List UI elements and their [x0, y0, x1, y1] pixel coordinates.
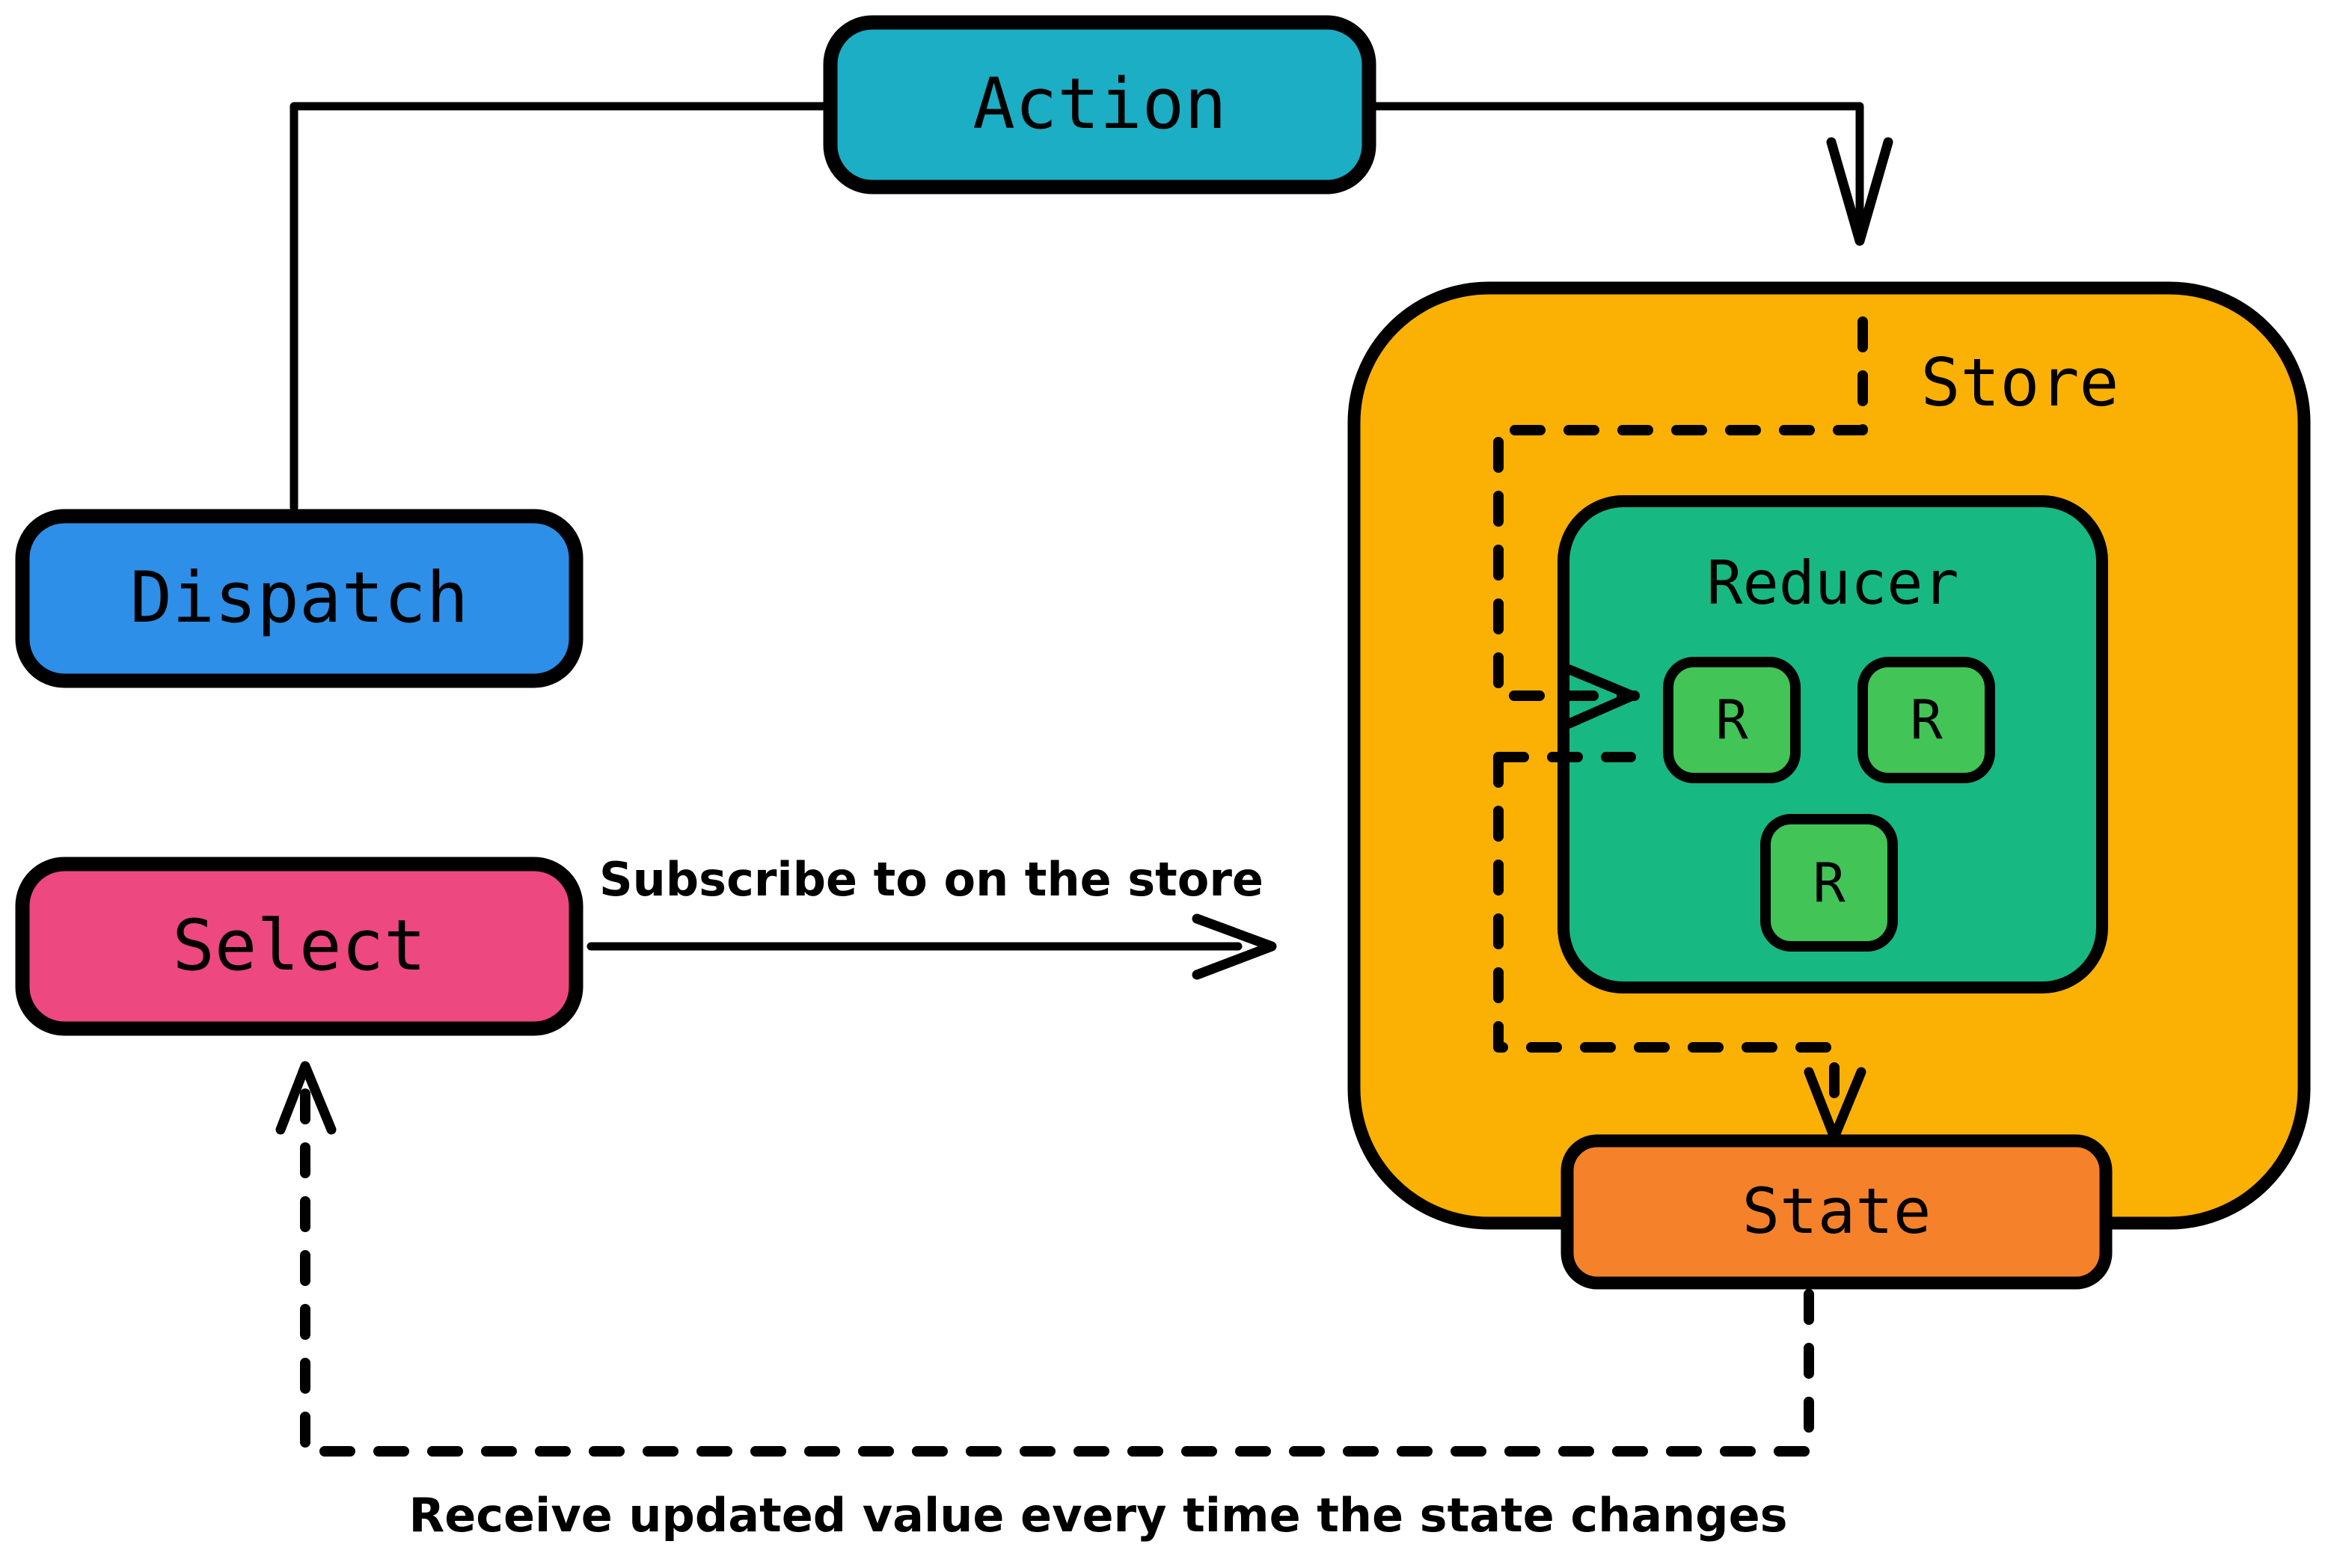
dispatch-label: Dispatch [130, 557, 469, 639]
state-to-select-path [300, 1088, 1814, 1457]
receive-caption: Receive updated value every time the sta… [408, 1488, 1787, 1543]
action-label: Action [973, 64, 1227, 145]
store-label: Store [1921, 344, 2119, 421]
reducer-item-label: R [1910, 689, 1943, 752]
edge-action-to-store [1364, 102, 1893, 246]
reducer-item-label: R [1813, 852, 1846, 915]
action-to-store-path [1364, 102, 1864, 229]
state-to-select-arrowhead [275, 1061, 337, 1135]
state-node[interactable]: State [1560, 1134, 2113, 1290]
reducer-node[interactable]: Reducer [1558, 495, 2108, 993]
select-box[interactable] [15, 857, 584, 1036]
action-to-store-arrowhead [1826, 137, 1893, 246]
edge-store-to-reducer [1493, 316, 1868, 762]
edge-action-to-dispatch [290, 102, 835, 512]
reducer-item-2[interactable]: R [1857, 657, 1995, 783]
reducer-item-box[interactable] [1663, 657, 1801, 783]
reducer-item-box[interactable] [1760, 814, 1898, 952]
select-label: Select [172, 905, 426, 987]
reducer-item-box[interactable] [1857, 657, 1995, 783]
action-node[interactable]: Action [823, 15, 1376, 195]
state-box[interactable] [1560, 1134, 2113, 1290]
dispatch-box[interactable] [15, 509, 584, 688]
store-to-reducer-path [1493, 316, 1868, 701]
action-box[interactable] [823, 15, 1376, 195]
subscribe-caption: Subscribe to on the store [599, 852, 1264, 907]
reducer-item-label: R [1715, 689, 1748, 752]
store-to-reducer-arrowhead [1564, 664, 1638, 729]
action-to-dispatch-path [290, 102, 835, 512]
select-to-store-arrowhead [1192, 913, 1277, 980]
state-label: State [1742, 1175, 1932, 1248]
reducer-box[interactable] [1558, 495, 2108, 993]
reducer-to-state-path [1493, 752, 1840, 1120]
reducer-item-1[interactable]: R [1663, 657, 1801, 783]
edge-state-to-select [275, 1061, 1814, 1457]
select-node[interactable]: Select [15, 857, 584, 1036]
reducer-item-3[interactable]: R [1760, 814, 1898, 952]
dispatch-node[interactable]: Dispatch [15, 509, 584, 688]
reducer-label: Reducer [1706, 548, 1958, 618]
edge-select-to-store: Subscribe to on the store [586, 852, 1277, 980]
